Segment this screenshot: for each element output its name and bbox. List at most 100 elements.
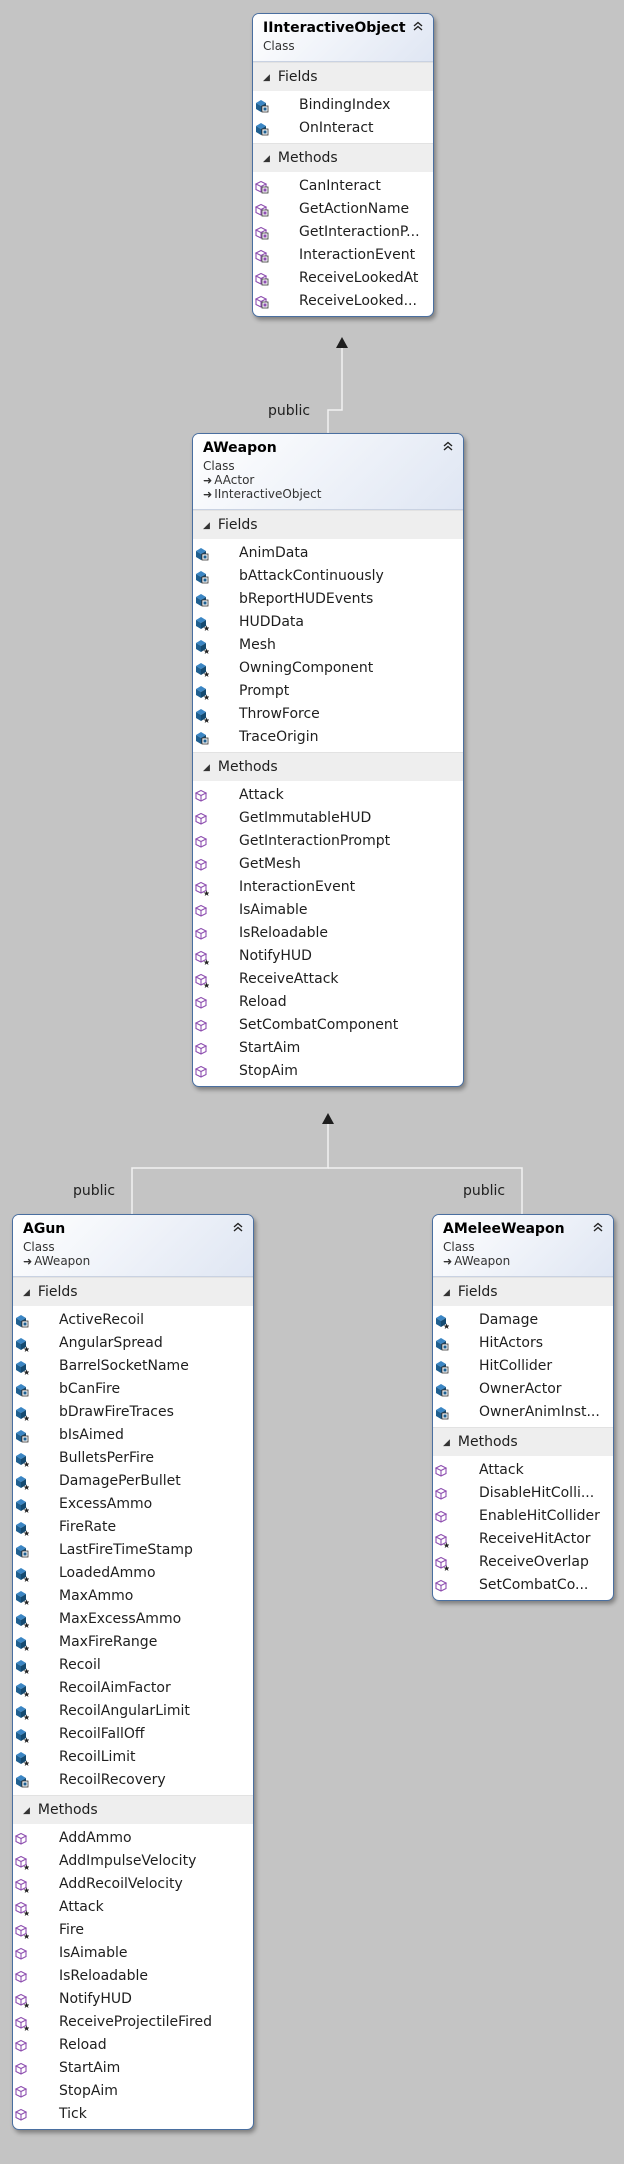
field-row[interactable]: OnInteract	[253, 117, 433, 140]
method-row[interactable]: GetImmutableHUD	[193, 807, 463, 830]
field-row[interactable]: HitActors	[433, 1332, 613, 1355]
field-row[interactable]: bCanFire	[13, 1378, 253, 1401]
collapse-chevron-icon[interactable]	[441, 439, 455, 453]
field-row[interactable]: ★RecoilAngularLimit	[13, 1700, 253, 1723]
method-row[interactable]: AddAmmo	[13, 1827, 253, 1850]
field-row[interactable]: ★Mesh	[193, 634, 463, 657]
method-name: NotifyHUD	[59, 1991, 132, 2007]
methods-section-header[interactable]: ◢Methods	[193, 752, 463, 781]
method-row[interactable]: ★InteractionEvent	[193, 876, 463, 899]
methods-section-header[interactable]: ◢Methods	[253, 143, 433, 172]
method-row[interactable]: DisableHitColli...	[433, 1482, 613, 1505]
method-row[interactable]: StopAim	[193, 1060, 463, 1083]
field-row[interactable]: ★Recoil	[13, 1654, 253, 1677]
fields-section-header[interactable]: ◢Fields	[253, 62, 433, 91]
methods-section-header[interactable]: ◢Methods	[433, 1427, 613, 1456]
method-row[interactable]: Reload	[193, 991, 463, 1014]
method-row[interactable]: IsReloadable	[13, 1965, 253, 1988]
method-row[interactable]: GetActionName	[253, 198, 433, 221]
field-row[interactable]: ★ExcessAmmo	[13, 1493, 253, 1516]
method-row[interactable]: ReceiveLooked...	[253, 290, 433, 313]
field-row[interactable]: ★Damage	[433, 1309, 613, 1332]
method-row[interactable]: Tick	[13, 2103, 253, 2126]
method-row[interactable]: ★Attack	[13, 1896, 253, 1919]
field-row[interactable]: ★bDrawFireTraces	[13, 1401, 253, 1424]
method-row[interactable]: StartAim	[193, 1037, 463, 1060]
field-row[interactable]: ★MaxFireRange	[13, 1631, 253, 1654]
fields-section-header[interactable]: ◢Fields	[193, 510, 463, 539]
method-row[interactable]: ReceiveLookedAt	[253, 267, 433, 290]
field-row[interactable]: ★OwningComponent	[193, 657, 463, 680]
field-row[interactable]: ActiveRecoil	[13, 1309, 253, 1332]
field-row[interactable]: RecoilRecovery	[13, 1769, 253, 1792]
class-box-ameleeweapon[interactable]: AMeleeWeaponClass➜AWeapon◢Fields★DamageH…	[432, 1214, 614, 1601]
field-row[interactable]: ★HUDData	[193, 611, 463, 634]
method-row[interactable]: GetInteractionP...	[253, 221, 433, 244]
method-row[interactable]: ★NotifyHUD	[13, 1988, 253, 2011]
svg-text:★: ★	[23, 1886, 29, 1893]
field-row[interactable]: ★FireRate	[13, 1516, 253, 1539]
fields-section-header[interactable]: ◢Fields	[13, 1277, 253, 1306]
method-row[interactable]: GetMesh	[193, 853, 463, 876]
field-row[interactable]: ★RecoilLimit	[13, 1746, 253, 1769]
field-row[interactable]: HitCollider	[433, 1355, 613, 1378]
method-row[interactable]: ★AddImpulseVelocity	[13, 1850, 253, 1873]
methods-section-header[interactable]: ◢Methods	[13, 1795, 253, 1824]
field-name: OwnerActor	[479, 1381, 562, 1397]
field-row[interactable]: bIsAimed	[13, 1424, 253, 1447]
method-row[interactable]: EnableHitCollider	[433, 1505, 613, 1528]
field-row[interactable]: bReportHUDEvents	[193, 588, 463, 611]
method-row[interactable]: CanInteract	[253, 175, 433, 198]
field-row[interactable]: bAttackContinuously	[193, 565, 463, 588]
method-row[interactable]: ★ReceiveOverlap	[433, 1551, 613, 1574]
field-row[interactable]: LastFireTimeStamp	[13, 1539, 253, 1562]
method-row[interactable]: InteractionEvent	[253, 244, 433, 267]
method-name: ReceiveAttack	[239, 971, 339, 987]
method-row[interactable]: Attack	[193, 784, 463, 807]
method-row[interactable]: Reload	[13, 2034, 253, 2057]
field-row[interactable]: ★RecoilFallOff	[13, 1723, 253, 1746]
method-row[interactable]: Attack	[433, 1459, 613, 1482]
class-box-agun[interactable]: AGunClass➜AWeapon◢FieldsActiveRecoil★Ang…	[12, 1214, 254, 2130]
field-name: ExcessAmmo	[59, 1496, 153, 1512]
method-row[interactable]: ★AddRecoilVelocity	[13, 1873, 253, 1896]
method-row[interactable]: StartAim	[13, 2057, 253, 2080]
collapse-chevron-icon[interactable]	[411, 19, 425, 33]
method-row[interactable]: ★ReceiveHitActor	[433, 1528, 613, 1551]
field-row[interactable]: OwnerActor	[433, 1378, 613, 1401]
method-name: AddImpulseVelocity	[59, 1853, 197, 1869]
method-row[interactable]: GetInteractionPrompt	[193, 830, 463, 853]
field-row[interactable]: ★LoadedAmmo	[13, 1562, 253, 1585]
field-row[interactable]: ★MaxExcessAmmo	[13, 1608, 253, 1631]
field-row[interactable]: OwnerAnimInst...	[433, 1401, 613, 1424]
method-row[interactable]: IsAimable	[193, 899, 463, 922]
field-row[interactable]: ★DamagePerBullet	[13, 1470, 253, 1493]
inherits-arrow-icon: ➜	[203, 488, 213, 501]
method-row[interactable]: SetCombatComponent	[193, 1014, 463, 1037]
method-row[interactable]: ★Fire	[13, 1919, 253, 1942]
field-row[interactable]: ★MaxAmmo	[13, 1585, 253, 1608]
method-row[interactable]: IsAimable	[13, 1942, 253, 1965]
collapse-chevron-icon[interactable]	[591, 1220, 605, 1234]
field-row[interactable]: ★AngularSpread	[13, 1332, 253, 1355]
collapse-chevron-icon[interactable]	[231, 1220, 245, 1234]
method-row[interactable]: ★ReceiveAttack	[193, 968, 463, 991]
field-row[interactable]: ★Prompt	[193, 680, 463, 703]
field-row[interactable]: BindingIndex	[253, 94, 433, 117]
method-row[interactable]: SetCombatCo...	[433, 1574, 613, 1597]
field-row[interactable]: AnimData	[193, 542, 463, 565]
method-row[interactable]: IsReloadable	[193, 922, 463, 945]
expand-triangle-icon: ◢	[263, 73, 270, 83]
method-name: Fire	[59, 1922, 84, 1938]
field-row[interactable]: ★BulletsPerFire	[13, 1447, 253, 1470]
fields-section-header[interactable]: ◢Fields	[433, 1277, 613, 1306]
method-row[interactable]: ★ReceiveProjectileFired	[13, 2011, 253, 2034]
field-row[interactable]: ★BarrelSocketName	[13, 1355, 253, 1378]
method-row[interactable]: ★NotifyHUD	[193, 945, 463, 968]
method-row[interactable]: StopAim	[13, 2080, 253, 2103]
field-row[interactable]: ★ThrowForce	[193, 703, 463, 726]
field-row[interactable]: TraceOrigin	[193, 726, 463, 749]
field-row[interactable]: ★RecoilAimFactor	[13, 1677, 253, 1700]
